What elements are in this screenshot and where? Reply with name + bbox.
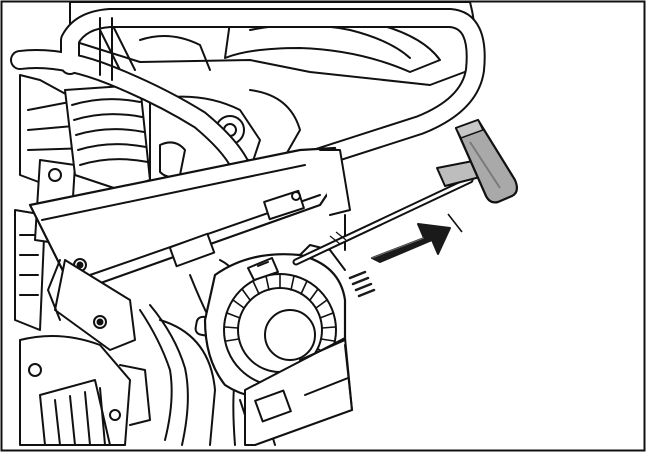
pull-direction-arrow-icon xyxy=(348,213,463,298)
engine-side-panel xyxy=(244,214,353,446)
frame-lower-left xyxy=(47,259,216,446)
starter-rope xyxy=(292,176,474,266)
t-handle-icon xyxy=(436,118,519,204)
frame-side-bar xyxy=(28,146,351,287)
motion-lines xyxy=(348,270,376,298)
lower-left-panel xyxy=(19,335,151,446)
rope-guide-hatch xyxy=(329,231,347,245)
